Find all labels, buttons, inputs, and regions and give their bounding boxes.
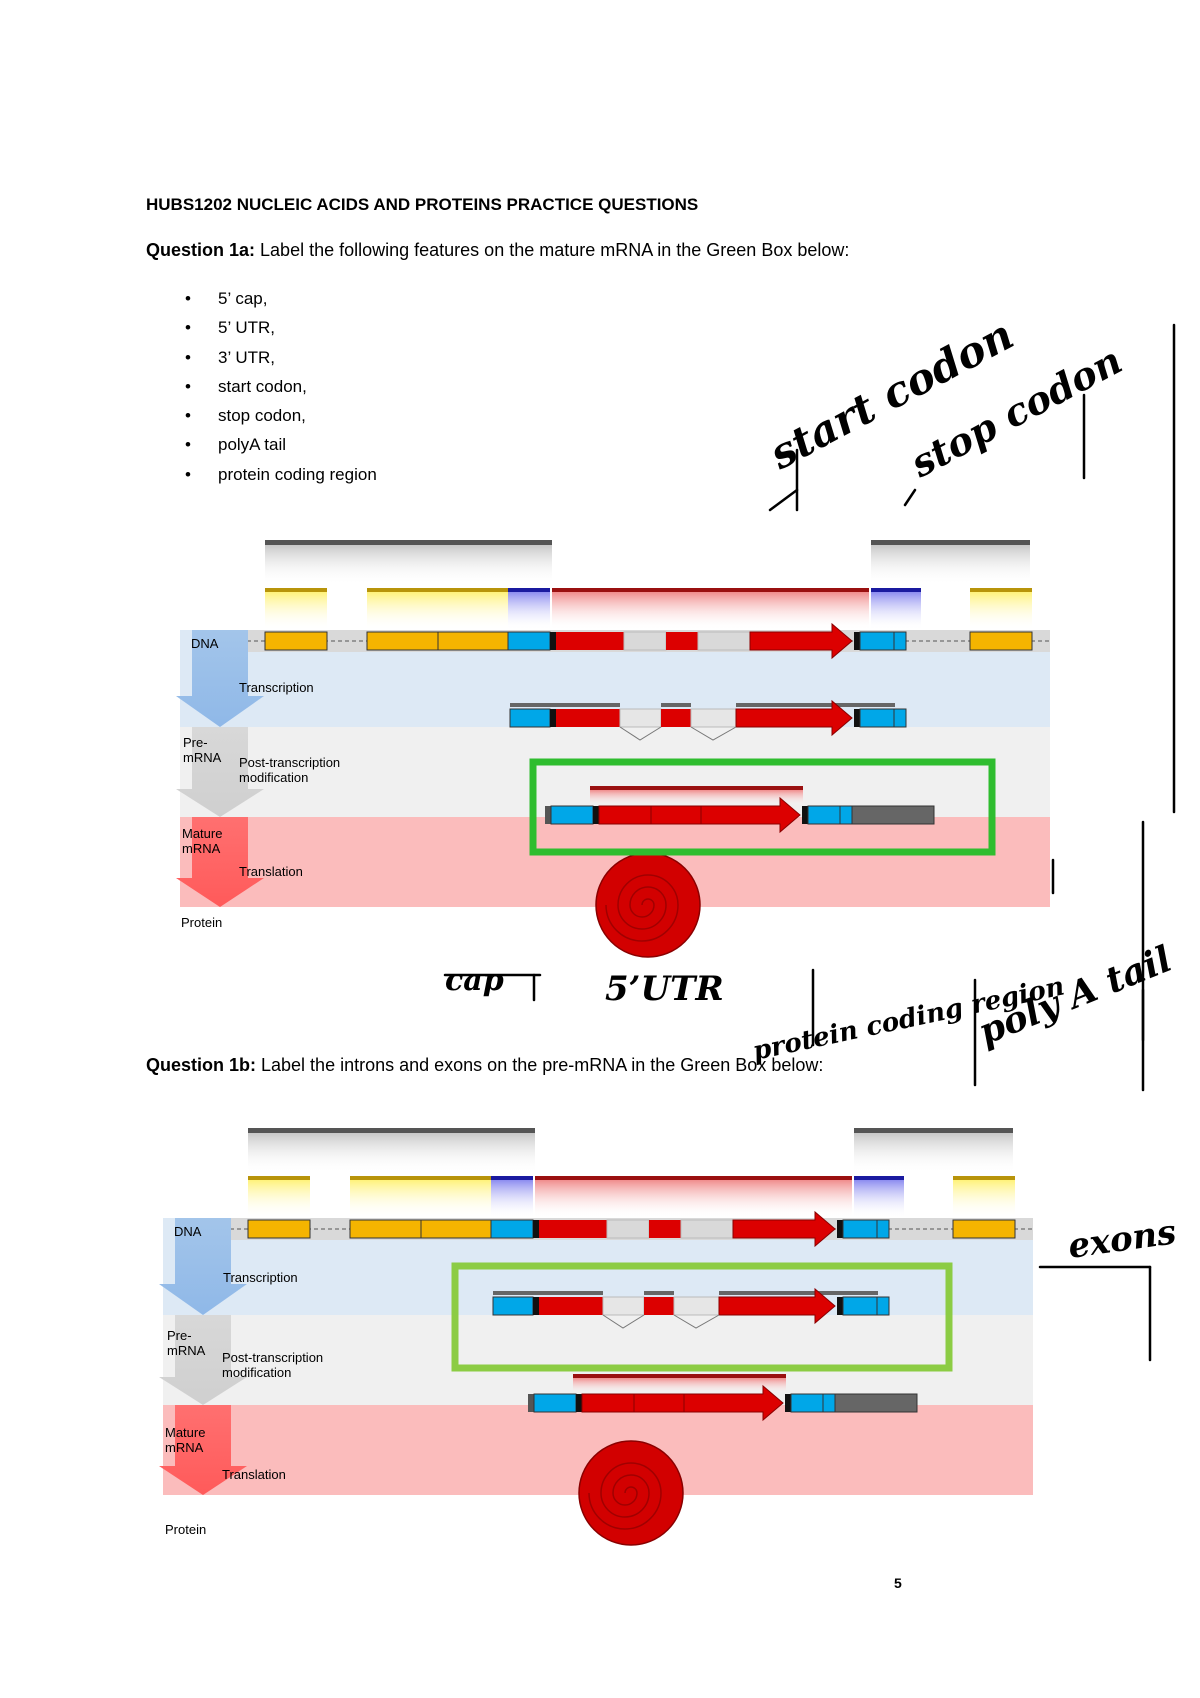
question-1a-text: Label the following features on the matu… [255, 240, 850, 260]
question-1b-text: Label the introns and exons on the pre-m… [256, 1055, 824, 1075]
gene-diagram-1 [175, 539, 1051, 958]
page-number: 5 [894, 1575, 902, 1591]
label-dna: DNA [191, 636, 219, 651]
handwritten-pointer-lines [443, 323, 1176, 1362]
label-pre-mrna-2: Pre-mRNA [167, 1328, 206, 1358]
question-1a-label: Question 1a: [146, 240, 256, 260]
handwriting-5-utr: 5’UTR [605, 969, 724, 1009]
feature-list: 5’ cap, 5’ UTR, 3’ UTR, start codon, sto… [185, 284, 377, 489]
question-1a: Question 1a: Label the following feature… [146, 240, 849, 261]
list-item: protein coding region [185, 460, 377, 489]
list-item: 3’ UTR, [185, 343, 377, 372]
label-protein: Protein [181, 915, 223, 930]
green-box-mature-mrna [529, 758, 996, 856]
green-box-pre-mrna [451, 1262, 953, 1372]
list-item: start codon, [185, 372, 377, 401]
label-transcription-2: Transcription [223, 1270, 298, 1285]
label-translation: Translation [239, 864, 303, 879]
label-translation-2: Translation [222, 1467, 286, 1482]
list-item: polyA tail [185, 430, 377, 459]
list-item: 5’ UTR, [185, 313, 377, 342]
handwriting-cap: cap [445, 963, 504, 998]
question-1b-label: Question 1b: [146, 1055, 257, 1075]
list-item: stop codon, [185, 401, 377, 430]
handwriting-exons: exons [1066, 1212, 1179, 1267]
label-protein-2: Protein [165, 1522, 207, 1537]
label-transcription: Transcription [239, 680, 314, 695]
label-dna-2: DNA [174, 1224, 202, 1239]
list-item: 5’ cap, [185, 284, 377, 313]
question-1b: Question 1b: Label the introns and exons… [146, 1055, 823, 1076]
label-pre-mrna: Pre-mRNA [183, 735, 222, 765]
gene-diagram-2 [158, 1127, 1034, 1546]
page-title: HUBS1202 NUCLEIC ACIDS AND PROTEINS PRAC… [146, 195, 699, 214]
